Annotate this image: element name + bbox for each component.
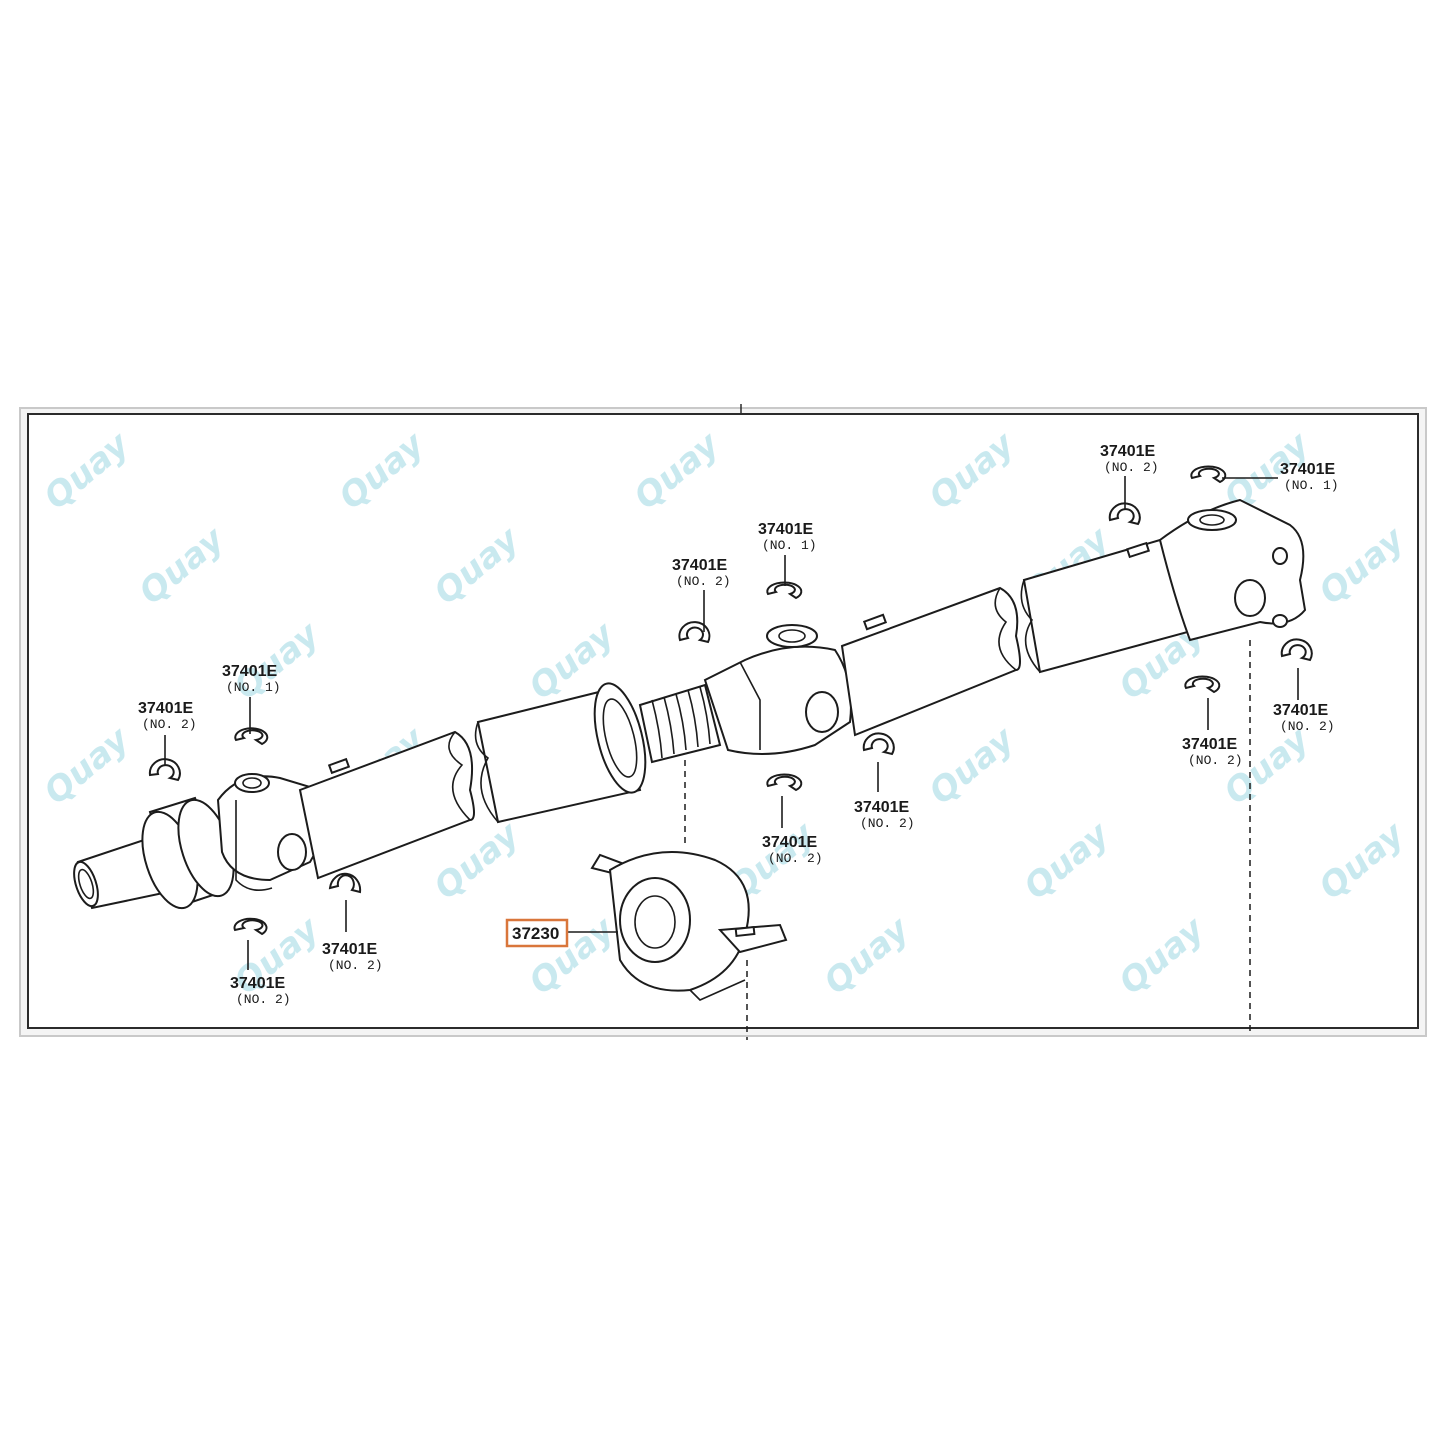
rear-flange-yoke: [1158, 498, 1307, 642]
snap-ring: [678, 621, 711, 644]
svg-text:37401E: 37401E: [222, 663, 277, 680]
svg-text:37401E: 37401E: [1182, 736, 1237, 753]
svg-text:37401E: 37401E: [1273, 702, 1328, 719]
svg-text:37401E: 37401E: [322, 941, 377, 958]
svg-text:37401E: 37401E: [762, 834, 817, 851]
callout-37401e-top-right-no1: 37401E (NO. 1): [1280, 461, 1339, 493]
svg-text:37401E: 37401E: [758, 521, 813, 538]
svg-text:37401E: 37401E: [1100, 443, 1155, 460]
snap-ring: [1108, 502, 1141, 526]
svg-text:37401E: 37401E: [672, 557, 727, 574]
snap-ring: [1190, 465, 1227, 484]
highlight-box: [505, 918, 569, 948]
callout-37401e-rear-tube-no2: 37401E (NO. 2): [854, 799, 915, 831]
svg-text:(NO. 2): (NO. 2): [1280, 719, 1335, 734]
center-u-joint: [703, 624, 852, 755]
front-yoke-assembly: [73, 773, 325, 910]
svg-text:(NO. 1): (NO. 1): [1284, 478, 1339, 493]
svg-text:37401E: 37401E: [230, 975, 285, 992]
callout-37230-highlighted[interactable]: 37230: [505, 918, 569, 948]
svg-text:37401E: 37401E: [1280, 461, 1335, 478]
svg-text:37401E: 37401E: [138, 700, 193, 717]
callout-37401e-front-tube-no2: 37401E (NO. 2): [322, 941, 383, 973]
rear-shaft-tube: [840, 586, 1021, 737]
snap-ring: [766, 773, 803, 792]
svg-text:(NO. 2): (NO. 2): [676, 574, 731, 589]
snap-ring: [1280, 638, 1313, 662]
snap-ring: [766, 581, 803, 600]
center-shaft-tube: [474, 682, 722, 824]
highlighted-part-number: 37230: [512, 924, 559, 943]
svg-text:(NO. 2): (NO. 2): [860, 816, 915, 831]
center-support-bearing: [590, 851, 788, 1001]
snap-ring: [862, 732, 895, 756]
svg-text:(NO. 2): (NO. 2): [328, 958, 383, 973]
svg-text:(NO. 2): (NO. 2): [1188, 753, 1243, 768]
svg-text:(NO. 1): (NO. 1): [226, 680, 281, 695]
snap-ring: [148, 758, 181, 782]
snap-ring: [234, 727, 269, 746]
callout-37401e-center-lower-no2: 37401E (NO. 2): [762, 834, 823, 866]
svg-text:(NO. 2): (NO. 2): [1104, 460, 1159, 475]
snap-ring-set: [148, 465, 1313, 936]
callout-37401e-center-no1: 37401E (NO. 1): [758, 521, 817, 553]
svg-text:(NO. 1): (NO. 1): [762, 538, 817, 553]
svg-text:(NO. 2): (NO. 2): [236, 992, 291, 1007]
callout-37401e-far-right-no2: 37401E (NO. 2): [1273, 702, 1335, 734]
snap-ring: [233, 917, 268, 936]
snap-ring: [328, 872, 362, 894]
callout-37401e-center-no2: 37401E (NO. 2): [672, 557, 731, 589]
callout-37401e-top-right-no2: 37401E (NO. 2): [1100, 443, 1159, 475]
svg-text:(NO. 2): (NO. 2): [768, 851, 823, 866]
snap-ring: [1184, 675, 1221, 694]
callout-37401e-left-no2: 37401E (NO. 2): [138, 700, 197, 732]
svg-text:37401E: 37401E: [854, 799, 909, 816]
callout-37401e-right-lower-no2: 37401E (NO. 2): [1182, 736, 1243, 768]
svg-text:(NO. 2): (NO. 2): [142, 717, 197, 732]
leader-lines: [164, 476, 1299, 970]
callout-37401e-left-no1: 37401E (NO. 1): [222, 663, 281, 695]
front-shaft-tube: [298, 730, 475, 880]
callout-37401e-bottom-left-no2: 37401E (NO. 2): [230, 975, 291, 1007]
